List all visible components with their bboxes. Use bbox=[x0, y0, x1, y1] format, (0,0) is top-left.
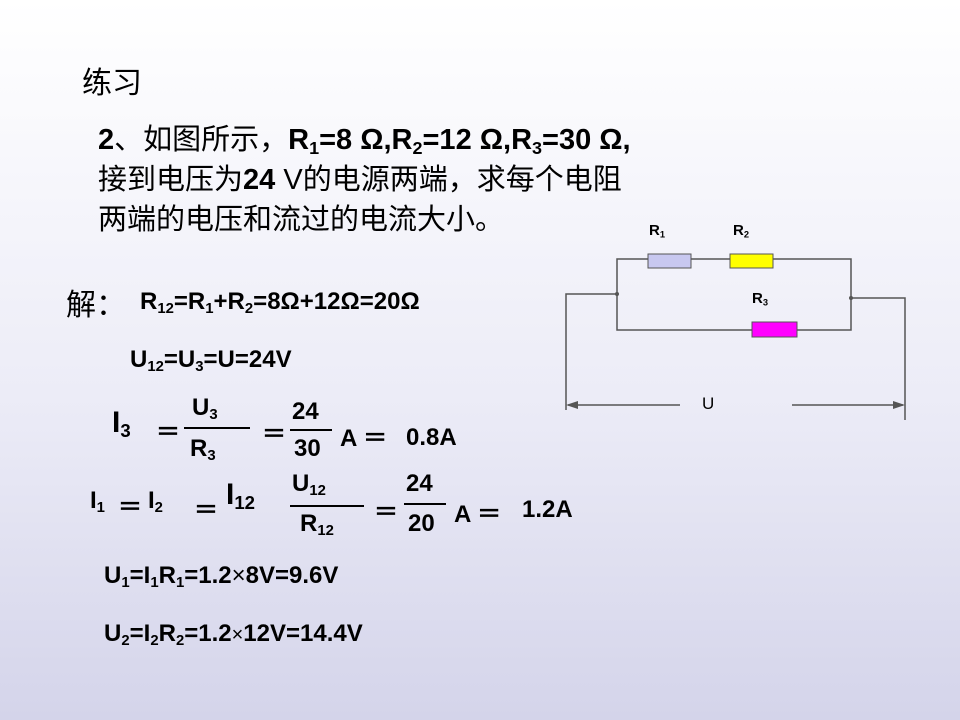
fraction-bar bbox=[290, 429, 332, 431]
fraction-denominator: 20 bbox=[408, 510, 435, 537]
problem-line-1: 2、如图所示，R1=8 Ω,R2=12 Ω,R3=30 Ω, bbox=[98, 120, 631, 160]
u-label: U bbox=[702, 394, 715, 413]
arrow-head-left bbox=[566, 401, 578, 409]
i3-lhs: I3 bbox=[112, 406, 131, 442]
times-sign: × bbox=[231, 562, 246, 589]
resistor-r2 bbox=[729, 253, 774, 269]
page-title: 练习 bbox=[82, 66, 142, 101]
problem-number: 2 bbox=[98, 124, 115, 156]
junction-dot bbox=[849, 296, 853, 300]
equals-sign: ＝ bbox=[262, 421, 286, 448]
fraction-numerator: 24 bbox=[292, 398, 319, 425]
arrow-head-right bbox=[893, 401, 905, 409]
problem-line-2: 接到电压为24 V的电源两端，求每个电阻 bbox=[98, 162, 622, 196]
voltage-value: 24 bbox=[243, 164, 276, 196]
r3-label: R3 bbox=[752, 290, 769, 308]
equals-sign: ＝ bbox=[374, 499, 398, 526]
result-value: 0.8A bbox=[406, 424, 457, 451]
equation-u2: U2=I2R2=1.2×12V=14.4V bbox=[104, 620, 363, 650]
r2-value: R2=12 Ω, bbox=[391, 124, 512, 159]
r3-value: R3=30 Ω, bbox=[511, 124, 631, 159]
fraction-denominator: R3 bbox=[190, 435, 216, 465]
outer-wire-right bbox=[851, 297, 906, 420]
outer-wire-left bbox=[565, 293, 617, 410]
r1-label: R1 bbox=[649, 222, 666, 240]
fraction-numerator: 24 bbox=[406, 470, 433, 497]
equals-sign: ＝ bbox=[156, 419, 180, 446]
i12-label: I12 bbox=[226, 478, 256, 514]
unit-label: A ＝ bbox=[454, 501, 502, 528]
problem-statement: 2、如图所示，R1=8 Ω,R2=12 Ω,R3=30 Ω, 接到电压为24 V… bbox=[98, 120, 631, 239]
fraction-bar bbox=[404, 503, 446, 505]
parallel-wire-loop bbox=[616, 258, 852, 331]
solution-label: 解： bbox=[66, 288, 126, 323]
unit-label: A ＝ bbox=[340, 425, 388, 452]
fraction-denominator: 30 bbox=[294, 435, 321, 462]
r1-value: R1=8 Ω, bbox=[288, 124, 392, 159]
resistor-r3 bbox=[751, 321, 798, 338]
r2-label: R2 bbox=[733, 222, 750, 240]
fraction-numerator: U3 bbox=[192, 394, 218, 424]
resistor-r1 bbox=[647, 253, 692, 269]
circuit-wires bbox=[565, 258, 906, 420]
i2-label: I2 bbox=[148, 487, 163, 517]
voltage-arrow bbox=[566, 401, 905, 409]
equation-r12: R12=R1+R2=8Ω+12Ω=20Ω bbox=[140, 288, 420, 318]
fraction-bar bbox=[184, 427, 250, 429]
fraction-numerator: U12 bbox=[292, 470, 326, 500]
problem-text: 、如图所示， bbox=[114, 122, 289, 156]
equals-sign: ＝ bbox=[118, 494, 142, 521]
equation-u1: U1=I1R1=1.2×8V=9.6V bbox=[104, 562, 339, 592]
result-value: 1.2A bbox=[522, 496, 573, 523]
junction-dot bbox=[615, 292, 619, 296]
times-sign: × bbox=[231, 624, 244, 646]
fraction-denominator: R12 bbox=[300, 510, 334, 540]
equation-u12: U12=U3=U=24V bbox=[130, 346, 292, 376]
equals-sign: ＝ bbox=[194, 497, 218, 524]
i1-label: I1 bbox=[90, 487, 105, 517]
fraction-bar bbox=[290, 505, 364, 507]
problem-line-3: 两端的电压和流过的电流大小。 bbox=[98, 202, 505, 236]
